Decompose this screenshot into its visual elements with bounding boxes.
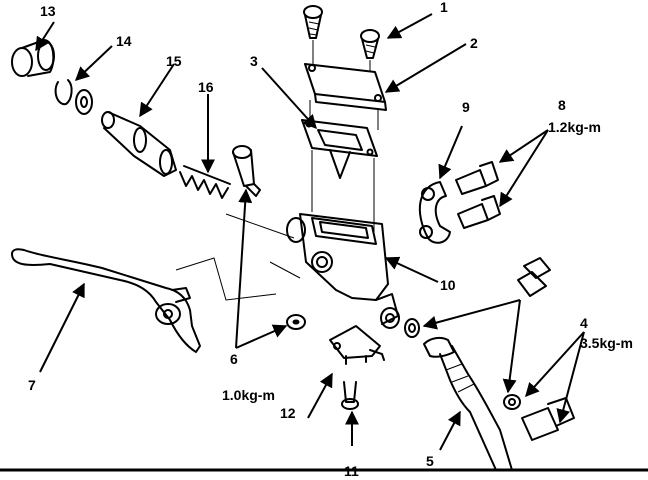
torque-spec-8: 1.2kg-m (548, 119, 601, 135)
callout-11: 11 (344, 463, 359, 479)
callout-13: 13 (40, 3, 56, 19)
holder-bolts (455, 161, 501, 229)
callout-4: 4 (580, 315, 588, 331)
pivot-bolt (232, 145, 306, 330)
leader-arrows (35, 13, 585, 451)
callout-1: 1 (440, 0, 448, 15)
callout-7: 7 (28, 377, 36, 393)
circlip-washer (54, 79, 93, 115)
diaphragm-part (301, 119, 378, 179)
callout-16: 16 (198, 79, 214, 95)
callout-8: 8 (558, 97, 566, 113)
screw-part (303, 5, 380, 59)
assembly-lines (309, 40, 379, 238)
brake-lever (11, 248, 201, 353)
master-cylinder-body (286, 213, 400, 329)
callout-15: 15 (166, 53, 182, 69)
holder-clamp (419, 181, 451, 244)
callout-10: 10 (440, 277, 456, 293)
callout-2: 2 (470, 35, 478, 51)
dust-boot (11, 39, 55, 77)
brake-hose (423, 336, 513, 471)
callout-12: 12 (280, 405, 296, 421)
callout-14: 14 (116, 33, 132, 49)
callout-9: 9 (462, 99, 470, 115)
callout-5: 5 (426, 453, 434, 469)
banjo-fittings (404, 257, 575, 441)
switch-screw (341, 381, 359, 410)
linkage-lines (175, 213, 301, 301)
torque-spec-4: 3.5kg-m (580, 335, 633, 351)
reservoir-cap (304, 63, 387, 111)
callout-3: 3 (250, 53, 258, 69)
callout-6: 6 (230, 351, 238, 367)
return-spring (179, 165, 231, 199)
torque-spec-6: 1.0kg-m (222, 387, 275, 403)
brake-light-switch (329, 325, 385, 365)
piston-assembly (101, 111, 177, 177)
